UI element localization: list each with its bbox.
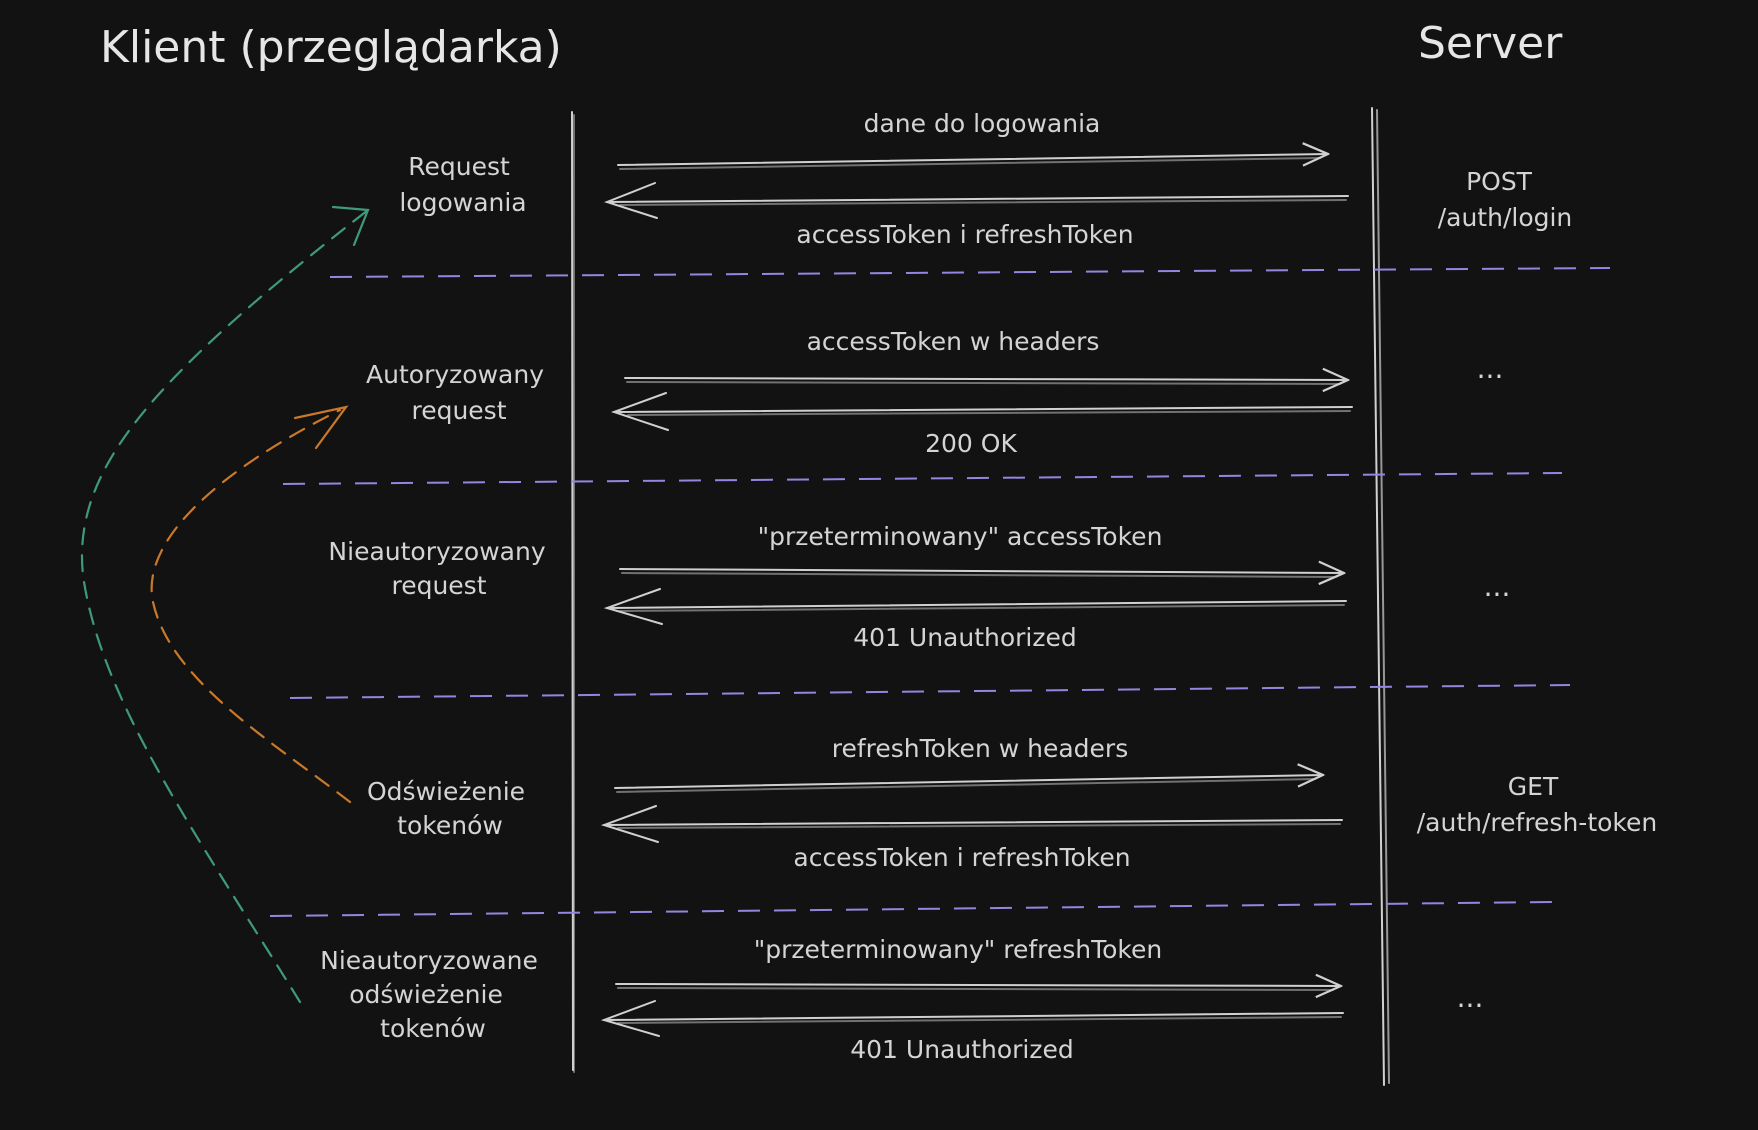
row-label-line: request	[411, 396, 506, 425]
server-lifeline	[1371, 107, 1390, 1086]
row-label-line: Nieautoryzowany	[328, 537, 545, 566]
endpoint-line: ...	[1477, 352, 1504, 385]
request-arrow	[617, 154, 1328, 170]
row-authorized-request: Autoryzowany request accessToken w heade…	[366, 327, 1503, 458]
separator-line	[329, 267, 1611, 278]
row-label-line: tokenów	[397, 811, 503, 840]
request-label: accessToken w headers	[807, 327, 1100, 356]
row-label-line: Odświeżenie	[367, 777, 525, 806]
row-unauthorized-request: Nieautoryzowany request "przeterminowany…	[328, 522, 1510, 652]
row-label: Nieautoryzowane odświeżenie tokenów	[320, 946, 546, 1043]
row-login: Request logowania dane do logowania acce…	[399, 109, 1572, 249]
endpoint-label: ...	[1484, 570, 1511, 603]
request-label: dane do logowania	[864, 109, 1101, 138]
request-label: "przeterminowany" refreshToken	[754, 935, 1162, 964]
row-label: Odświeżenie tokenów	[367, 777, 533, 840]
client-header: Klient (przeglądarka)	[100, 22, 562, 73]
request-arrow	[624, 378, 1348, 384]
row-label-line: Request	[408, 152, 510, 181]
endpoint-line: ...	[1484, 570, 1511, 603]
endpoint-line: /auth/refresh-token	[1417, 808, 1657, 837]
row-label-line: request	[391, 571, 486, 600]
endpoint-label: GET /auth/refresh-token	[1417, 772, 1657, 837]
response-label: 200 OK	[925, 429, 1017, 458]
response-label: accessToken i refreshToken	[796, 220, 1133, 249]
response-arrow	[610, 392, 1353, 431]
response-arrow	[600, 805, 1343, 843]
endpoint-line: POST	[1466, 167, 1533, 196]
response-arrow	[603, 588, 1347, 625]
endpoint-label: ...	[1477, 352, 1504, 385]
response-label: 401 Unauthorized	[853, 623, 1077, 652]
row-label-line: Autoryzowany	[366, 360, 544, 389]
outer-loop-curve	[80, 205, 370, 1004]
row-label: Nieautoryzowany request	[328, 537, 553, 600]
row-label-line: odświeżenie	[349, 980, 503, 1009]
endpoint-line: /auth/login	[1438, 203, 1573, 232]
request-arrow	[615, 984, 1341, 990]
request-arrow	[614, 775, 1323, 793]
row-unauthorized-refresh: Nieautoryzowane odświeżenie tokenów "prz…	[320, 935, 1483, 1064]
response-label: 401 Unauthorized	[850, 1035, 1074, 1064]
server-header: Server	[1418, 18, 1563, 69]
response-arrow	[604, 182, 1349, 219]
separator-line	[269, 901, 1554, 917]
row-token-refresh: Odświeżenie tokenów refreshToken w heade…	[367, 734, 1657, 872]
endpoint-label: POST /auth/login	[1438, 167, 1573, 232]
row-label-line: Nieautoryzowane	[320, 946, 538, 975]
request-arrow	[619, 569, 1344, 577]
endpoint-line: ...	[1457, 981, 1484, 1014]
client-lifeline	[571, 111, 575, 1073]
row-label: Request logowania	[399, 152, 526, 217]
message-rows: Request logowania dane do logowania acce…	[320, 109, 1657, 1064]
row-label-line: tokenów	[380, 1014, 486, 1043]
separator-line	[289, 684, 1571, 699]
separator-line	[282, 472, 1563, 485]
endpoint-label: ...	[1457, 981, 1484, 1014]
response-label: accessToken i refreshToken	[793, 843, 1130, 872]
request-label: refreshToken w headers	[832, 734, 1128, 763]
row-label: Autoryzowany request	[366, 360, 552, 425]
endpoint-line: GET	[1508, 772, 1559, 801]
inner-loop-curve	[150, 405, 352, 804]
row-separators	[269, 267, 1611, 917]
response-arrow	[600, 1000, 1344, 1037]
request-label: "przeterminowany" accessToken	[758, 522, 1163, 551]
row-label-line: logowania	[399, 188, 526, 217]
